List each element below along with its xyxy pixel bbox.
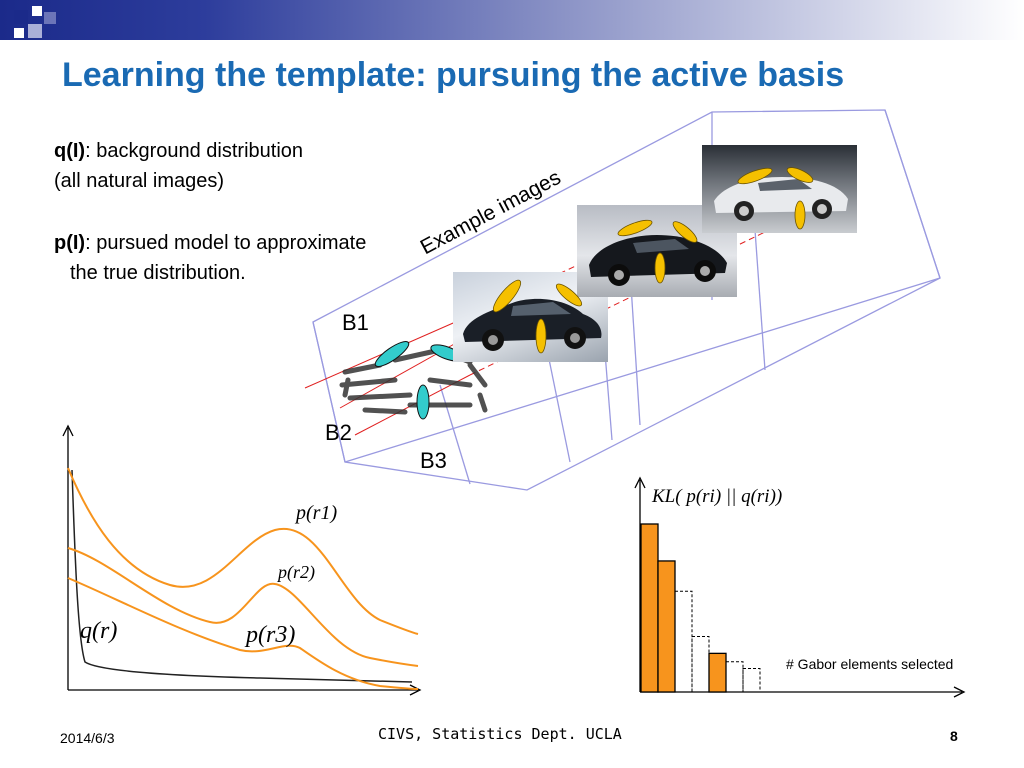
kl-bar [674,590,693,693]
q-description-line2: (all natural images) [54,170,225,192]
logo-square [14,10,28,24]
kl-bars [640,523,761,693]
gabor-axis-label: # Gabor elements selected [786,656,954,672]
kl-bar [708,652,727,693]
basis-car1-c [535,318,547,354]
basis-car3-c [794,200,806,230]
curve-p2 [67,547,419,667]
basis-car3-a [737,167,773,185]
p-text: : pursued model to approximate [85,232,367,254]
q-description: q(I): background distribution [54,140,303,163]
basis-b3 [416,384,430,420]
footer-center: CIVS, Statistics Dept. UCLA [378,725,622,743]
label-p-r1: p(r1) [296,502,338,524]
footer-date: 2014/6/3 [60,730,115,746]
logo-square [32,6,42,16]
slide-title: Learning the template: pursuing the acti… [62,56,845,94]
kl-label: KL( p(ri) || q(ri)) [652,486,783,507]
p-description: p(I): pursued model to approximate [54,232,366,255]
basis-car2-a [617,219,653,237]
curve-p1 [67,467,419,635]
label-p-r3: p(r3) [246,622,296,648]
logo-square [44,12,56,24]
p-symbol: p(I) [54,232,86,254]
car-image-3 [702,145,857,233]
basis-b1 [374,341,410,367]
basis-car3-b [786,167,814,183]
q-symbol: q(I) [54,140,86,162]
basis-car1-a [492,279,522,313]
page-number: 8 [950,728,958,744]
q-text: : background distribution [85,140,304,162]
label-q-r: q(r) [80,618,118,644]
kl-bar [691,636,710,693]
basis-car2-b [672,221,698,243]
density-curves [67,467,419,690]
label-p-r2: p(r2) [278,562,315,582]
p-description-line2: the true distribution. [70,262,246,284]
label-b1: B1 [342,310,369,335]
header-band [0,0,1024,40]
curve-p3 [67,577,419,690]
label-b2: B2 [325,420,352,445]
basis-car1-b [555,283,583,307]
curve-q [71,469,413,683]
logo-square [14,28,24,38]
logo-square [28,24,42,38]
density-axes [62,424,422,696]
basis-car2-c [654,252,666,284]
label-b3: B3 [420,448,447,473]
